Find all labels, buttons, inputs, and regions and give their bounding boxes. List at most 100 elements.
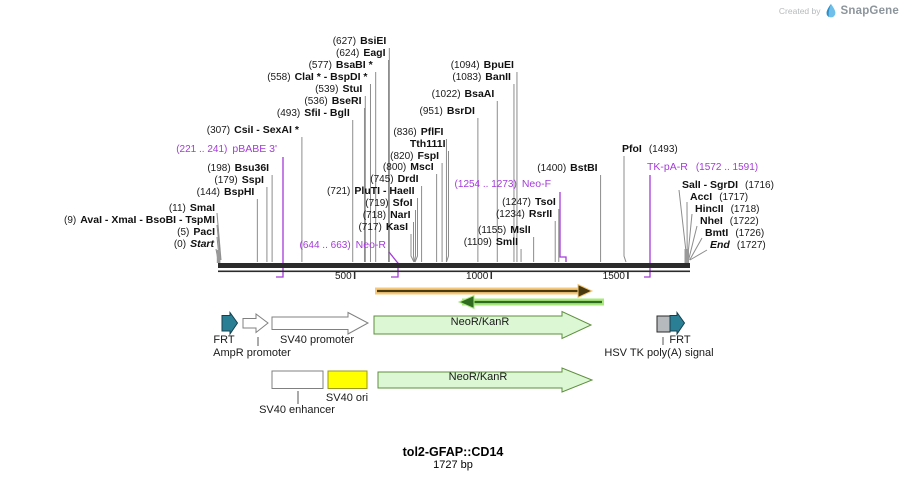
enzyme-site-label[interactable]: End(1727)	[710, 240, 766, 252]
position-text: (1094)	[450, 60, 480, 71]
enzyme-site-label[interactable]: SalI - SgrDI(1716)	[682, 180, 774, 192]
feature-sv40-ori[interactable]	[327, 370, 368, 389]
enzyme-site-label[interactable]: (719)SfoI	[365, 198, 412, 210]
position-text: (1400)	[537, 163, 567, 174]
position-text: (1726)	[735, 228, 765, 239]
enzyme-site-label[interactable]: (951)BsrDI	[419, 106, 475, 118]
enzyme-site-label[interactable]: (5)PacI	[177, 227, 215, 239]
position-text: (627)	[332, 36, 357, 47]
feature-label[interactable]: SV40 enhancer	[259, 404, 335, 416]
enzyme-site-label[interactable]: (1094)BpuEI	[450, 59, 514, 72]
position-text: (1109)	[463, 237, 492, 248]
enzyme-site-label[interactable]: (820)FspI	[390, 150, 440, 163]
enzyme-name-text: PluTI - HaeII	[354, 185, 415, 197]
position-text: (717)	[358, 222, 382, 233]
enzyme-name-text: KasI	[385, 221, 408, 233]
enzyme-site-label[interactable]: NheI(1722)	[700, 216, 759, 228]
enzyme-site-label[interactable]: AccI(1717)	[690, 192, 749, 204]
feature-label[interactable]: SV40 ori	[325, 392, 369, 404]
enzyme-name-text: SmaI	[189, 202, 215, 214]
enzyme-site-label[interactable]: (179)SspI	[214, 175, 264, 187]
position-text: (1493)	[648, 144, 678, 155]
feature-label[interactable]: SV40 promoter	[280, 334, 354, 346]
primer-label[interactable]: (644 .. 663)Neo-R	[299, 240, 387, 252]
credit-line: Created by SnapGene	[779, 4, 899, 18]
enzyme-site-label[interactable]: (493)SfiI - BglI	[277, 108, 350, 120]
position-text: (1717)	[719, 192, 749, 203]
enzyme-site-label[interactable]: (800)MscI	[383, 162, 434, 174]
enzyme-site-label[interactable]: (627)BsiEI	[332, 36, 387, 48]
enzyme-site-label[interactable]: (717)KasI	[358, 221, 408, 234]
position-text: (644 .. 663)	[299, 240, 351, 251]
position-text: (1722)	[729, 216, 759, 227]
enzyme-site-label[interactable]: (721)PluTI - HaeII	[327, 185, 415, 198]
enzyme-site-label[interactable]: (11)SmaI	[168, 202, 215, 215]
feature-label[interactable]: FRT	[669, 334, 691, 346]
enzyme-site-label[interactable]: (144)BspHI	[197, 186, 255, 199]
enzyme-name-text: FspI	[417, 150, 440, 162]
enzyme-site-label[interactable]: (1247)TsoI	[502, 197, 556, 209]
enzyme-site-label[interactable]: (718)NarI	[363, 209, 411, 222]
position-text: (1155)	[478, 225, 507, 236]
snapgene-logo-icon	[826, 4, 835, 18]
enzyme-site-label[interactable]: BmtI(1726)	[705, 228, 765, 240]
enzyme-site-label[interactable]: PfoI(1493)	[622, 144, 678, 156]
enzyme-name-text: DrdI	[397, 173, 419, 185]
enzyme-site-label[interactable]: (536)BseRI	[304, 96, 361, 108]
enzyme-site-label[interactable]: (1022)BsaAI	[432, 89, 495, 101]
enzyme-site-label[interactable]: (9)AvaI - XmaI - BsoBI - TspMI	[63, 215, 215, 227]
enzyme-site-label[interactable]: (577)BsaBI *	[309, 60, 373, 72]
feature-label[interactable]: AmpR promoter	[213, 347, 291, 359]
enzyme-name-text: NarI	[390, 209, 411, 221]
enzyme-site-label[interactable]: (0)Start	[174, 239, 214, 251]
enzyme-site-label[interactable]: HincII(1718)	[695, 204, 760, 216]
feature-frt-left[interactable]	[221, 310, 239, 336]
enzyme-name-text: Neo-F	[521, 178, 551, 190]
enzyme-site-label[interactable]: (745)DrdI	[370, 173, 419, 186]
ruler-tick-label: 1000	[466, 271, 489, 282]
feature-ampr-promoter[interactable]	[242, 313, 269, 334]
primer-line	[644, 175, 651, 278]
feature-sv40-promoter[interactable]	[271, 311, 370, 335]
reverse-read-arrowhead[interactable]	[457, 294, 475, 310]
enzyme-site-label[interactable]: (1083)BanII	[452, 72, 511, 84]
feature-neor-kanr[interactable]	[373, 310, 593, 340]
enzyme-site-label[interactable]: (624)EagI	[336, 48, 386, 60]
sequence-length: 1727 bp	[433, 459, 473, 471]
feature-frt-right[interactable]	[669, 310, 686, 336]
position-text: (1234)	[495, 209, 525, 220]
feature-sv40-enhancer[interactable]	[271, 370, 324, 389]
feature-label[interactable]: NeoR/KanR	[448, 371, 508, 383]
enzyme-site-label[interactable]: Tth111I	[406, 139, 446, 150]
primer-label[interactable]: TK-pA-R(1572 .. 1591)	[647, 162, 758, 174]
position-text: (820)	[390, 151, 414, 162]
map-title-block: tol2-GFAP::CD14 1727 bp	[403, 445, 504, 472]
enzyme-site-label[interactable]: (198)Bsu36I	[207, 163, 269, 175]
feature-label[interactable]: NeoR/KanR	[450, 316, 510, 328]
enzyme-name-text: BspHI	[224, 186, 255, 198]
enzyme-name-text: BpuEI	[483, 59, 514, 71]
enzyme-site-label[interactable]: (1155)MslI	[478, 225, 531, 237]
enzyme-site-label[interactable]: (1234)RsrII	[495, 209, 552, 221]
enzyme-site-label[interactable]: (558)ClaI * - BspDI *	[267, 72, 367, 84]
feature-label[interactable]: HSV TK poly(A) signal	[604, 347, 714, 359]
enzyme-site-label[interactable]: (1109)SmlI	[463, 237, 518, 249]
site-line	[410, 234, 415, 263]
enzyme-site-label[interactable]: (836)PflFI	[393, 127, 443, 139]
enzyme-site-label[interactable]: (1400)BstBI	[537, 163, 597, 175]
forward-read-arrowhead[interactable]	[577, 283, 594, 299]
position-text: (9)	[63, 215, 77, 226]
primer-label[interactable]: (1254 .. 1273)Neo-F	[455, 178, 551, 191]
feature-neor-kanr-2[interactable]	[377, 367, 594, 393]
ruler-tick-label: 1500	[602, 271, 625, 282]
position-text: (11)	[168, 203, 186, 214]
enzyme-site-label[interactable]: (307)CsiI - SexAI *	[207, 125, 299, 137]
feature-label[interactable]: FRT	[213, 334, 235, 346]
enzyme-site-label[interactable]: (539)StuI	[315, 84, 362, 96]
enzyme-name-text: pBABE 3'	[232, 143, 277, 155]
position-text: (951)	[419, 106, 443, 117]
sequence-bar-bottom-strand	[218, 270, 690, 273]
primer-label[interactable]: (221 .. 241)pBABE 3'	[176, 143, 277, 156]
primer-line	[559, 192, 567, 262]
